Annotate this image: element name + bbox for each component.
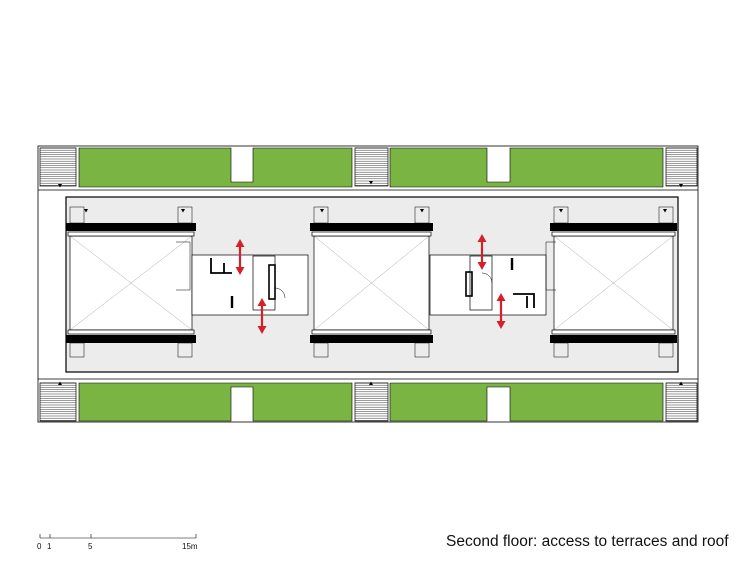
stair-frame — [39, 382, 77, 422]
stair-frame — [665, 147, 698, 187]
column-stair — [414, 342, 430, 358]
stair-frame — [665, 382, 698, 422]
wall-band — [550, 335, 677, 343]
column-stair — [658, 342, 674, 358]
void-cross — [69, 235, 193, 331]
terraces-bottom — [78, 382, 664, 422]
stair-hatch — [354, 147, 389, 187]
direction-triangle — [84, 209, 88, 213]
double-arrow — [496, 293, 506, 329]
stair-frame — [354, 382, 389, 422]
glazing-band — [67, 231, 195, 237]
glazing-band — [67, 329, 195, 335]
double-arrow — [477, 234, 487, 270]
building-outline — [37, 145, 699, 423]
stair-frame — [39, 147, 77, 187]
scale-label-1: 1 — [47, 542, 52, 551]
arrow-head-down — [257, 326, 267, 334]
direction-triangle — [58, 381, 62, 385]
service-core-left — [176, 241, 309, 316]
double-arrow — [235, 239, 245, 275]
arrow-head-down — [235, 267, 245, 275]
courtyards — [66, 206, 677, 358]
green-terrace — [78, 382, 353, 422]
stair-frame — [354, 147, 389, 187]
direction-triangle — [369, 381, 373, 385]
arrow-head-up — [235, 239, 245, 247]
service-core-right — [429, 241, 556, 316]
wall-fragment — [210, 258, 232, 274]
double-arrow — [257, 298, 267, 334]
green-terrace — [389, 382, 664, 422]
arrow-head-down — [496, 321, 506, 329]
column-stair — [553, 342, 569, 358]
direction-triangle — [679, 184, 683, 188]
glazing-band — [311, 329, 432, 335]
wall-band — [66, 223, 196, 231]
lift-car — [268, 264, 276, 300]
scale-label-15m: 15m — [182, 542, 198, 551]
door-swing — [481, 272, 493, 284]
arrow-head-down — [477, 262, 487, 270]
column-stair — [69, 206, 85, 224]
direction-triangle — [320, 209, 324, 213]
column-stair — [658, 206, 674, 224]
courtyard — [550, 206, 677, 358]
door-swing — [274, 287, 286, 299]
wall-band — [550, 223, 677, 231]
scale-bar — [39, 534, 197, 539]
vertical-circulation-arrows — [235, 234, 506, 334]
direction-triangle — [58, 184, 62, 188]
column-stair — [69, 342, 85, 358]
plan-caption: Second floor: access to terraces and roo… — [446, 533, 729, 550]
stair-flight — [545, 241, 556, 291]
green-terrace — [389, 147, 664, 188]
wall-band — [310, 223, 433, 231]
void-cross — [313, 235, 430, 331]
stair-flight — [176, 241, 191, 291]
core-room — [191, 254, 309, 316]
glazing-band — [551, 329, 676, 335]
column-stair — [313, 206, 329, 224]
arrow-head-up — [477, 234, 487, 242]
wall-fragment — [513, 293, 535, 308]
stair-hatch — [39, 382, 77, 422]
scale-label-5: 5 — [88, 542, 93, 551]
stair-hatch — [39, 147, 77, 187]
direction-triangle — [369, 181, 373, 185]
column-stair — [414, 206, 430, 224]
external-stairs — [39, 147, 698, 422]
column-stair — [553, 206, 569, 224]
direction-triangle — [663, 209, 667, 213]
courtyard — [66, 206, 196, 358]
column-stair — [177, 206, 193, 224]
terraces-top — [78, 147, 664, 188]
direction-triangle — [559, 209, 563, 213]
green-terrace — [78, 147, 353, 188]
courtyard — [310, 206, 433, 358]
arrow-head-up — [257, 298, 267, 306]
glazing-band — [311, 231, 432, 237]
glazing-band — [551, 231, 676, 237]
stair-hatch — [354, 382, 389, 422]
direction-triangle — [181, 209, 185, 213]
stair-hatch — [665, 382, 698, 422]
direction-triangle — [679, 381, 683, 385]
column-stair — [177, 342, 193, 358]
column-stair — [313, 342, 329, 358]
wall-band — [66, 335, 196, 343]
wall-band — [310, 335, 433, 343]
direction-triangle — [420, 209, 424, 213]
stair-hatch — [665, 147, 698, 187]
entry-markers — [58, 181, 683, 385]
scale-label-0: 0 — [37, 542, 42, 551]
arrow-head-up — [496, 293, 506, 301]
void-cross — [553, 235, 674, 331]
lift-car — [465, 271, 473, 297]
